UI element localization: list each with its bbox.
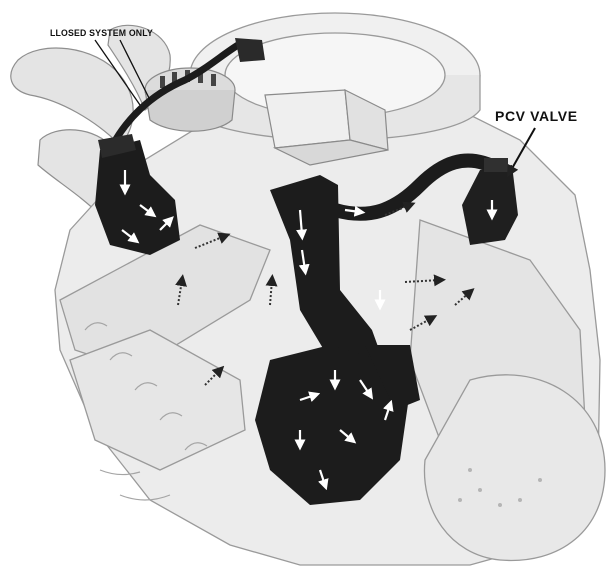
pcv-valve-label: PCV VALVE xyxy=(495,108,578,124)
closed-system-label: LLOSED SYSTEM ONLY xyxy=(50,28,153,39)
